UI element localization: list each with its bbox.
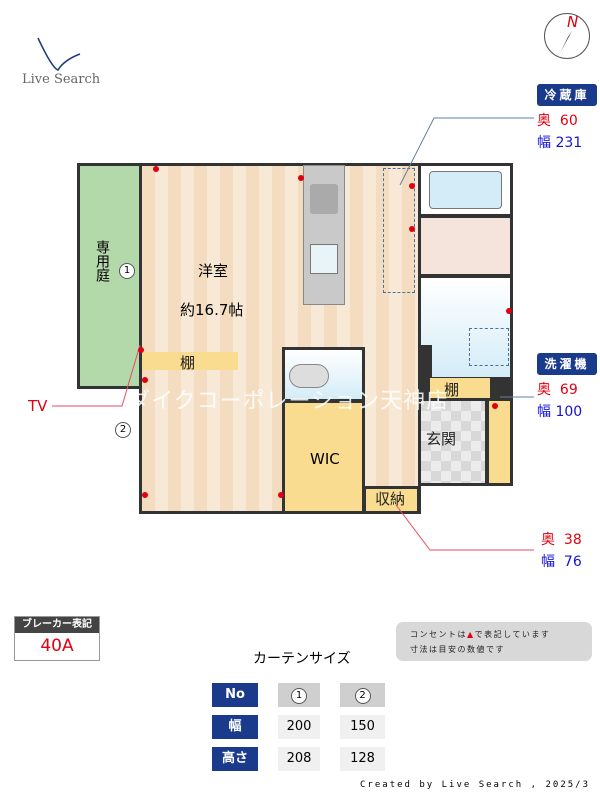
compass-needle-icon: [560, 31, 572, 53]
breaker-value: 40A: [40, 636, 74, 656]
col-2-height: 128: [340, 747, 385, 771]
depth-value: 38: [563, 532, 582, 548]
toilet: [282, 347, 365, 402]
col-2-width: 150: [340, 715, 385, 739]
fridge-callout: 冷蔵庫 奥 60 幅 231: [537, 84, 597, 154]
outlet-icon: [153, 166, 159, 172]
shelf-1: [142, 352, 238, 370]
breaker-box: ブレーカー表記 40A: [14, 616, 100, 661]
col-1-no: 1: [278, 683, 320, 707]
wic-label: WIC: [310, 450, 340, 468]
western-room: [139, 163, 421, 514]
storage-width: 幅 76: [541, 551, 600, 573]
outlet-icon: [409, 183, 415, 189]
col-1-width: 200: [278, 715, 320, 739]
notes-box: コンセントは▲で表記しています 寸法は目安の数値です: [396, 622, 592, 661]
outlet-icon: [409, 226, 415, 232]
outlet-icon: [142, 492, 148, 498]
washer-badge: 洗濯機: [537, 353, 597, 375]
depth-label: 奥: [537, 113, 551, 129]
washer-width: 幅 100: [537, 401, 597, 423]
shelf-2-label: 棚: [444, 381, 460, 399]
washer-depth: 奥 69: [537, 379, 597, 401]
header-no: No: [212, 683, 258, 707]
credit: Created by Live Search , 2025/3: [360, 780, 590, 790]
garden-label: 専用庭: [94, 240, 110, 282]
curtain-title: カーテンサイズ: [253, 651, 351, 667]
storage: [363, 486, 420, 514]
header-width: 幅: [212, 715, 258, 739]
width-value: 76: [563, 554, 582, 570]
wall-block-2: [488, 378, 513, 400]
width-value: 231: [555, 135, 583, 151]
outlet-icon: [142, 377, 148, 383]
compass-north-label: N: [567, 13, 579, 31]
wall-block: [418, 345, 432, 400]
breaker-label: ブレーカー表記: [15, 617, 99, 633]
width-label: 幅: [541, 554, 555, 570]
logo-text: Live Search: [22, 72, 101, 87]
washroom: [418, 275, 513, 380]
leader-lines: [52, 117, 534, 551]
storage-depth: 奥 38: [541, 529, 600, 551]
depth-label: 奥: [537, 382, 551, 398]
shelf-1-label: 棚: [180, 354, 196, 372]
col-1-height: 208: [278, 747, 320, 771]
shelf-2: [430, 378, 490, 400]
floor-plan: 専用庭 WIC 収納 棚 玄関 棚 洋室 約16.7帖 ダイクコーポレーション天…: [28, 117, 534, 551]
compass: N: [544, 13, 590, 59]
storage-label: 収納: [375, 490, 406, 508]
watermark: ダイクコーポレーション天神店: [128, 389, 450, 414]
storage-callout: 奥 38 幅 76: [541, 529, 600, 573]
width-label: 幅: [537, 135, 551, 151]
width-label: 幅: [537, 404, 551, 420]
depth-value: 69: [559, 382, 578, 398]
col-2-no: 2: [340, 683, 385, 707]
depth-label: 奥: [541, 532, 555, 548]
wic: [282, 400, 365, 514]
entrance-label: 玄関: [426, 430, 457, 448]
outlet-icon: [298, 175, 304, 181]
outlet-icon: [138, 347, 144, 353]
western-room-size: 約16.7帖: [180, 301, 244, 319]
width-value: 100: [555, 404, 583, 420]
washer-callout: 洗濯機 奥 69 幅 100: [537, 353, 597, 423]
curtain-marker-1: 1: [119, 263, 135, 279]
shoe-box: [486, 398, 513, 486]
outlet-triangle-icon: ▲: [467, 630, 475, 639]
fridge-depth: 奥 60: [537, 110, 597, 132]
fridge-badge: 冷蔵庫: [537, 84, 597, 106]
kitchen: [303, 165, 345, 305]
outlet-icon: [506, 308, 512, 314]
western-room-label: 洋室: [198, 262, 229, 280]
depth-value: 60: [559, 113, 578, 129]
fridge-width: 幅 231: [537, 132, 597, 154]
tv-label: TV: [28, 397, 48, 415]
logo: Live Search: [22, 36, 112, 91]
outlet-icon: [492, 403, 498, 409]
note-dimensions: 寸法は目安の数値です: [410, 645, 505, 654]
note-text: で表記しています: [474, 630, 551, 639]
outlet-icon: [278, 492, 284, 498]
circle-number: 1: [291, 688, 307, 704]
header-height: 高さ: [212, 747, 258, 771]
logo-mark: [37, 37, 81, 71]
note-text: コンセントは: [410, 630, 467, 639]
note-outlet: コンセントは▲で表記しています: [410, 627, 578, 642]
curtain-marker-2: 2: [115, 422, 131, 438]
circle-number: 2: [354, 688, 371, 704]
